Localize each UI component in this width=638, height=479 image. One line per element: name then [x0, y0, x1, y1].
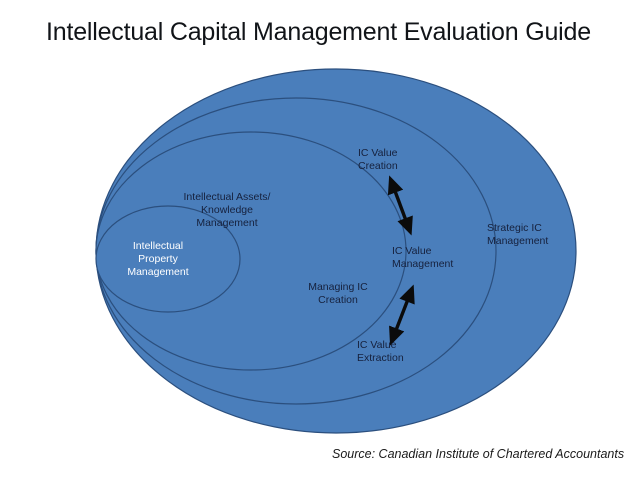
arrow-extraction-to-management	[389, 284, 415, 346]
flow-label-ic-value-management: IC Value Management	[392, 245, 454, 270]
arrow-creation-to-management	[387, 175, 413, 236]
ring-label-intellectual-assets-knowledge-management: Intellectual Assets/ Knowledge Managemen…	[183, 191, 271, 229]
flow-label-ic-value-creation: IC Value Creation	[358, 147, 398, 172]
ring-label-strategic-ic-management: Strategic IC Management	[487, 222, 549, 247]
page-title: Intellectual Capital Management Evaluati…	[46, 18, 591, 46]
ring-intellectual-property-management	[95, 205, 241, 313]
flow-label-ic-value-extraction: IC Value Extraction	[357, 339, 404, 364]
ring-label-managing-ic-creation: Managing IC Creation	[308, 281, 368, 306]
ring-label-intellectual-property-management: Intellectual Property Management	[127, 240, 189, 278]
source-note: Source: Canadian Institute of Chartered …	[332, 447, 625, 461]
